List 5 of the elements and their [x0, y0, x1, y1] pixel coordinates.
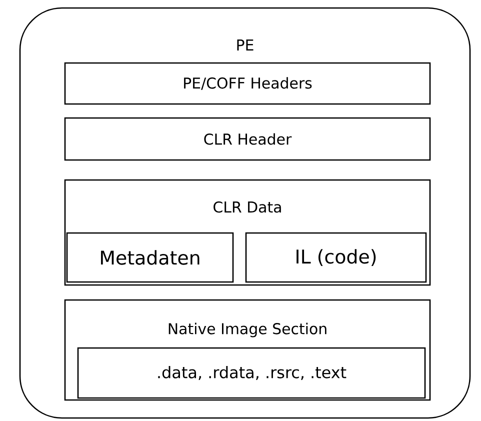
- section-box: Metadaten: [66, 232, 234, 283]
- section-box: IL (code): [245, 232, 427, 283]
- section-box: PE/COFF Headers: [64, 62, 431, 105]
- section-box: CLR Header: [64, 117, 431, 161]
- section-box: .data, .rdata, .rsrc, .text: [77, 347, 426, 399]
